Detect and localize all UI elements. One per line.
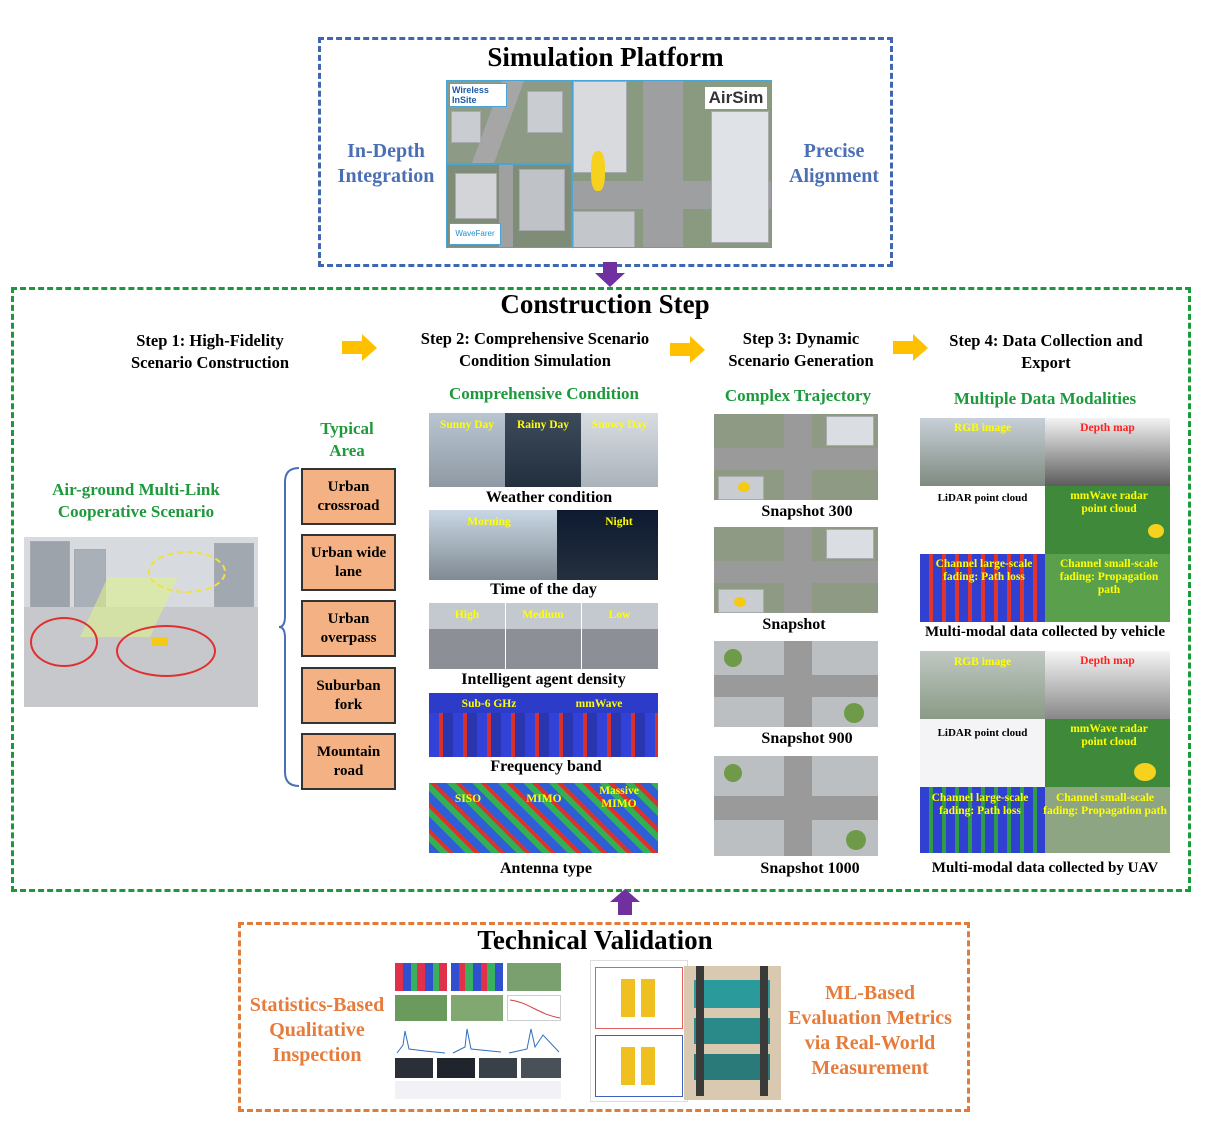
statistics-collage-image	[393, 963, 563, 1101]
step-arrow-icon	[893, 334, 928, 361]
frequency-band-caption: Frequency band	[490, 758, 602, 775]
scenario-image	[24, 537, 258, 707]
density-label-low: Low	[608, 609, 631, 621]
vehicle-lidar-label: LiDAR point cloud	[937, 492, 1028, 504]
arrow-down-icon	[595, 262, 625, 287]
time-label-morning: Morning	[467, 516, 511, 528]
time-label-night: Night	[605, 516, 633, 528]
antenna-type-caption: Antenna type	[499, 860, 592, 877]
comprehensive-condition-heading: Comprehensive Condition	[448, 384, 639, 403]
weather-label-snowy: Snowy Day	[591, 419, 648, 431]
vehicle-caption: Multi-modal data collected by vehicle	[925, 624, 1165, 640]
uav-modal-grid: RGB image Depth map LiDAR point cloud mm…	[920, 651, 1170, 853]
density-label-medium: Medium	[522, 609, 564, 621]
wireless-insite-logo: Wireless InSite	[449, 83, 507, 107]
snapshot-image	[714, 527, 878, 613]
typical-area-label: Typical Area	[320, 419, 374, 460]
uav-caption: Multi-modal data collected by UAV	[931, 860, 1159, 876]
technical-validation-title: Technical Validation	[477, 925, 713, 955]
weather-label-rainy: Rainy Day	[516, 419, 570, 431]
bracket-icon	[279, 467, 300, 787]
area-mountain-road: Mountain road	[301, 733, 396, 790]
weather-caption: Weather condition	[485, 489, 613, 506]
uav-large-scale-label: Channel large-scale fading: Path loss	[931, 792, 1029, 817]
snapshot-image	[714, 756, 878, 856]
time-of-day-caption: Time of the day	[490, 581, 597, 598]
step-4-label: Step 4: Data Collection and Export	[949, 331, 1143, 372]
snapshot-300-caption: Snapshot 300	[761, 503, 853, 520]
uav-rgb-label: RGB image	[953, 656, 1012, 668]
vehicle-small-scale-label: Channel small-scale fading: Propagation …	[1059, 558, 1159, 596]
airsim-logo: AirSim	[705, 87, 767, 109]
antenna-label-massive-mimo: Massive MIMO	[599, 785, 639, 810]
technical-validation-panel	[238, 922, 970, 1112]
weather-label-sunny: Sunny Day	[439, 419, 494, 431]
density-image: High Medium Low	[429, 603, 658, 669]
antenna-label-siso: SISO	[454, 793, 482, 805]
vehicle-rgb-label: RGB image	[953, 422, 1012, 434]
area-urban-crossroad: Urban crossroad	[301, 468, 396, 525]
step-1-label: Step 1: High-Fidelity Scenario Construct…	[130, 331, 290, 372]
wavefarer-logo: WaveFarer	[449, 223, 501, 245]
in-depth-integration-label: In-Depth Integration	[337, 140, 435, 187]
uav-depth-label: Depth map	[1080, 655, 1135, 667]
step-arrow-icon	[670, 336, 705, 363]
snapshot-image	[714, 414, 878, 500]
uav-radar-label: mmWave radar point cloud	[1070, 723, 1148, 748]
uav-lidar-label: LiDAR point cloud	[937, 727, 1028, 739]
frequency-label-sub6: Sub-6 GHz	[461, 698, 517, 710]
simulation-platform-image: Wireless InSite WaveFarer AirSim	[446, 80, 772, 248]
simulation-platform-title: Simulation Platform	[487, 42, 724, 72]
area-urban-overpass: Urban overpass	[301, 600, 396, 657]
arrow-up-icon	[610, 889, 640, 915]
step-2-label: Step 2: Comprehensive Scenario Condition…	[420, 329, 650, 370]
weather-image: Sunny Day Rainy Day Snowy Day	[429, 413, 658, 487]
complex-trajectory-heading: Complex Trajectory	[724, 386, 872, 405]
scenario-label: Air-ground Multi-Link Cooperative Scenar…	[52, 480, 220, 521]
time-of-day-image: Morning Night	[429, 510, 658, 580]
construction-step-panel	[11, 287, 1191, 892]
uav-small-scale-label: Channel small-scale fading: Propagation …	[1043, 792, 1167, 817]
snapshot-1000-caption: Snapshot 1000	[760, 860, 860, 877]
vehicle-depth-label: Depth map	[1080, 422, 1135, 434]
density-label-high: High	[454, 609, 480, 621]
vehicle-large-scale-label: Channel large-scale fading: Path loss	[935, 558, 1033, 583]
area-urban-wide-lane: Urban wide lane	[301, 534, 396, 591]
measurement-platform-photo	[684, 966, 781, 1100]
precise-alignment-label: Precise Alignment	[789, 140, 879, 187]
density-caption: Intelligent agent density	[461, 671, 626, 688]
vehicle-modal-grid: RGB image Depth map LiDAR point cloud mm…	[920, 418, 1170, 622]
snapshot-caption: Snapshot	[762, 616, 826, 633]
frequency-band-image: Sub-6 GHz mmWave	[429, 693, 658, 757]
snapshot-900-caption: Snapshot 900	[761, 730, 853, 747]
statistics-based-label: Statistics-Based Qualitative Inspection	[249, 994, 385, 1066]
vehicle-radar-label: mmWave radar point cloud	[1070, 490, 1148, 515]
ml-model-diagram	[590, 960, 688, 1102]
area-suburban-fork: Suburban fork	[301, 667, 396, 724]
antenna-type-image: SISO MIMO Massive MIMO	[429, 783, 658, 853]
step-arrow-icon	[342, 334, 377, 361]
step-3-label: Step 3: Dynamic Scenario Generation	[728, 329, 874, 370]
ml-based-label: ML-Based Evaluation Metrics via Real-Wor…	[788, 982, 952, 1079]
frequency-label-mmwave: mmWave	[575, 698, 623, 710]
construction-step-title: Construction Step	[500, 289, 710, 319]
antenna-label-mimo: MIMO	[526, 793, 562, 805]
snapshot-image	[714, 641, 878, 727]
multiple-data-modalities-heading: Multiple Data Modalities	[953, 389, 1137, 408]
